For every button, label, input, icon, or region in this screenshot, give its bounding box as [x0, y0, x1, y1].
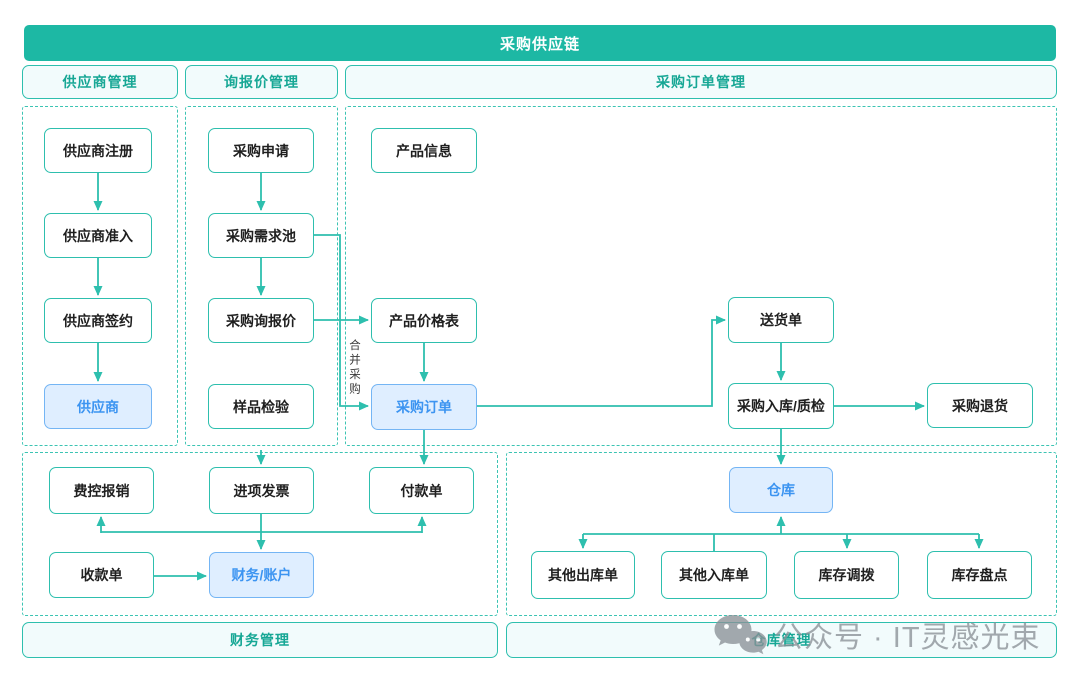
node-supplier-sign: 供应商签约 [44, 298, 152, 343]
section-header-purchase-order-management: 采购订单管理 [345, 65, 1057, 99]
region-supplier-management [22, 106, 178, 446]
node-receipt-order: 收款单 [49, 552, 154, 598]
node-supplier: 供应商 [44, 384, 152, 429]
node-product-info: 产品信息 [371, 128, 477, 173]
node-warehouse: 仓库 [729, 467, 833, 513]
section-footer-finance-management: 财务管理 [22, 622, 498, 658]
node-input-invoice: 进项发票 [209, 467, 314, 514]
node-other-outbound: 其他出库单 [531, 551, 635, 599]
node-receive-qc: 采购入库/质检 [728, 383, 834, 429]
node-finance-account: 财务/账户 [209, 552, 314, 598]
section-header-supplier-management: 供应商管理 [22, 65, 178, 99]
node-supplier-register: 供应商注册 [44, 128, 152, 173]
node-demand-pool: 采购需求池 [208, 213, 314, 258]
section-header-inquiry-management: 询报价管理 [185, 65, 338, 99]
edge-label-merge-purchase: 合并采购 [348, 339, 360, 397]
node-payment-order: 付款单 [369, 467, 474, 514]
diagram-title-bar: 采购供应链 [24, 25, 1056, 61]
node-price-list: 产品价格表 [371, 298, 477, 343]
node-supplier-access: 供应商准入 [44, 213, 152, 258]
node-purchase-rfq: 采购询报价 [208, 298, 314, 343]
node-purchase-return: 采购退货 [927, 383, 1033, 428]
node-sample-check: 样品检验 [208, 384, 314, 429]
node-other-inbound: 其他入库单 [661, 551, 767, 599]
section-footer-warehouse-management: 仓库管理 [506, 622, 1057, 658]
node-expense-claim: 费控报销 [49, 467, 154, 514]
node-delivery-note: 送货单 [728, 297, 834, 343]
region-finance-management [22, 452, 498, 616]
node-stock-count: 库存盘点 [927, 551, 1032, 599]
node-stock-transfer: 库存调拨 [794, 551, 899, 599]
node-purchase-order: 采购订单 [371, 384, 477, 430]
node-purchase-request: 采购申请 [208, 128, 314, 173]
